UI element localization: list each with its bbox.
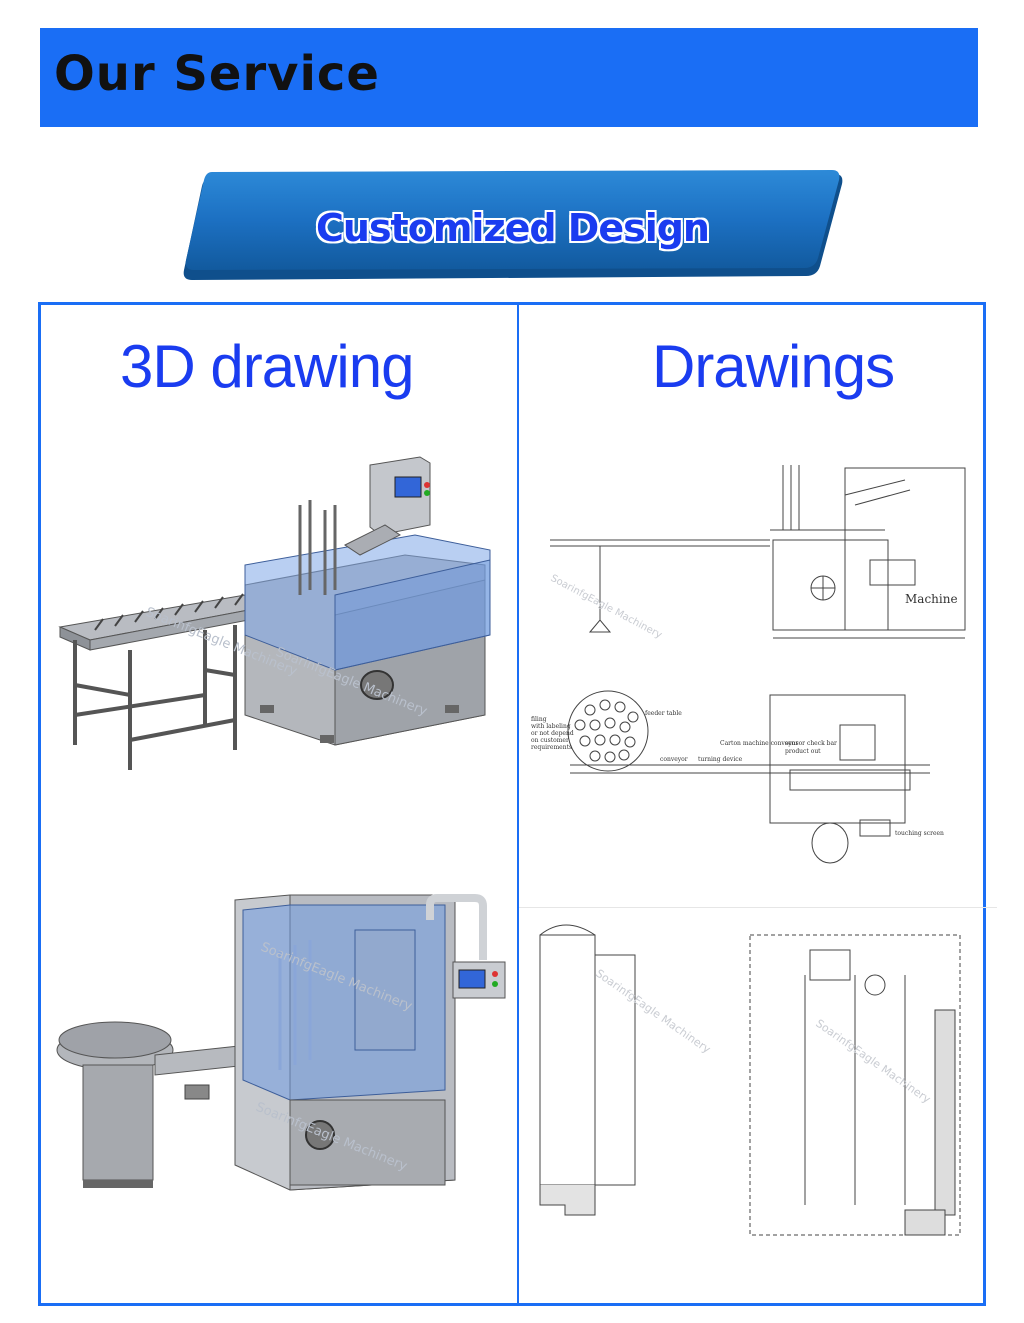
watermark: SoarinfgEagle Machinery bbox=[813, 1017, 933, 1106]
watermark: SoarinfgEagle Machinery bbox=[549, 573, 664, 641]
banner-label: Customized Design bbox=[316, 206, 710, 250]
watermark: SoarinfgEagle Machinery bbox=[593, 967, 713, 1056]
drawings-title: Drawings bbox=[652, 333, 895, 400]
label: with labeling bbox=[531, 723, 571, 730]
customized-design-banner: Customized Design bbox=[180, 170, 845, 286]
label: product out bbox=[785, 748, 821, 755]
label: Carton machine conveyor bbox=[720, 740, 798, 747]
banner-shape bbox=[183, 170, 843, 280]
carton-dieline-drawing: SoarinfgEagle Machinery SoarinfgEagle Ma… bbox=[539, 924, 961, 1236]
drawings-separator bbox=[519, 907, 997, 908]
machine-label: Machine bbox=[905, 592, 958, 606]
side-elevation-drawing: Machine SoarinfgEagle Machinery bbox=[549, 465, 966, 641]
label: or not depend bbox=[531, 730, 574, 737]
label: touching screen bbox=[895, 830, 944, 837]
label: requirements bbox=[531, 744, 572, 751]
label: turning device bbox=[698, 756, 743, 763]
content-panel bbox=[38, 302, 986, 1306]
header-bar: Our Service bbox=[40, 28, 978, 127]
label: feeder table bbox=[645, 710, 682, 717]
label: sensor check bar bbox=[785, 740, 837, 747]
column-divider bbox=[517, 305, 519, 1303]
page-title: Our Service bbox=[54, 46, 380, 102]
label: on customer bbox=[531, 737, 569, 744]
3d-drawing-title: 3D drawing bbox=[120, 333, 414, 400]
label: conveyor bbox=[660, 756, 688, 763]
3d-cartoning-machine-image: SoarinfgEagle Machinery SoarinfgEagle Ma… bbox=[58, 456, 491, 770]
3d-rotary-cartoner-image: SoarinfgEagle Machinery SoarinfgEagle Ma… bbox=[56, 894, 506, 1191]
layout-plan-drawing: filing with labeling or not depend on cu… bbox=[531, 690, 944, 864]
label: filing bbox=[531, 716, 547, 723]
